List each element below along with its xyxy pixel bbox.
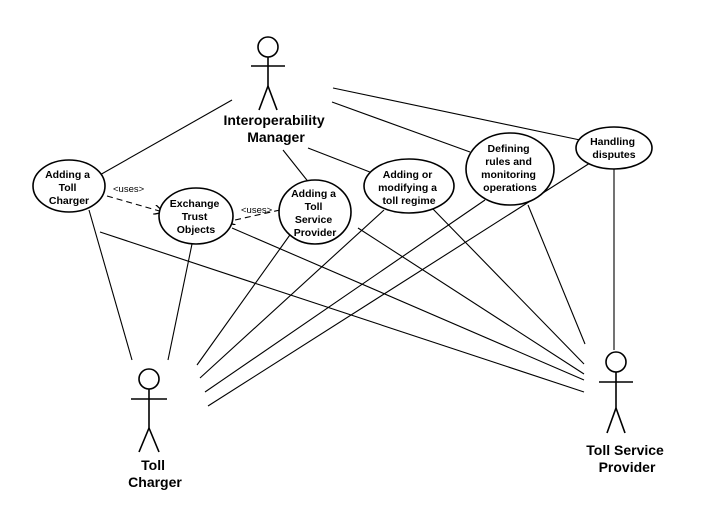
assoc-tc-defining-rules	[204, 199, 486, 393]
assoc-im-defining-rules	[331, 101, 471, 153]
uses-arrow-1	[106, 195, 163, 212]
assoc-tc-exchange-trust	[167, 243, 193, 361]
use-case-exchange-trust-objects[interactable]: Exchange Trust Objects	[158, 187, 234, 245]
use-case-adding-toll-charger[interactable]: Adding a Toll Charger	[32, 159, 106, 213]
actor-stick-figure-icon	[131, 368, 167, 453]
use-case-adding-toll-service-provider[interactable]: Adding a Toll Service Provider	[278, 179, 352, 245]
assoc-im-handling-disputes	[332, 87, 581, 141]
use-case-ellipse	[575, 126, 653, 170]
actor-toll-charger[interactable]: Toll Charger	[128, 368, 182, 490]
use-case-ellipse	[363, 158, 455, 214]
use-case-label: Handling disputes	[590, 136, 638, 161]
use-case-handling-disputes[interactable]: Handling disputes	[575, 126, 653, 170]
actor-interoperability-manager[interactable]: Interoperability Manager	[223, 36, 328, 145]
assoc-tc-handling-disputes	[207, 162, 591, 407]
use-case-label: Adding a Toll Charger	[45, 169, 93, 207]
uses-relations: <uses> <uses>	[106, 184, 281, 222]
assoc-tsp-exchange-trust	[231, 227, 585, 381]
assoc-tsp-defining-rules	[527, 204, 586, 345]
use-case-label: Defining rules and monitoring operations	[481, 143, 539, 194]
use-case-ellipse	[465, 132, 555, 206]
assoc-tsp-toll-regime	[431, 207, 585, 365]
use-case-label: Exchange Trust Objects	[170, 198, 223, 236]
actor-stick-figure-icon	[251, 36, 285, 111]
use-case-ellipse	[158, 187, 234, 245]
assoc-tc-adding-tsp	[196, 231, 293, 366]
assoc-tc-toll-regime	[199, 209, 385, 379]
actor-label: Interoperability Manager	[223, 112, 328, 145]
uses-label-1: <uses>	[113, 184, 145, 195]
uses-label-2: <uses>	[241, 205, 273, 216]
use-case-adding-modifying-toll-regime[interactable]: Adding or modifying a toll regime	[363, 158, 455, 214]
use-case-label: Adding or modifying a toll regime	[378, 169, 440, 207]
actor-stick-figure-icon	[599, 351, 633, 434]
use-case-ellipse	[32, 159, 106, 213]
assoc-tsp-adding-tsp	[357, 227, 585, 375]
assoc-im-toll-regime	[307, 147, 376, 175]
assoc-tsp-long	[99, 231, 585, 393]
association-lines	[88, 87, 615, 407]
use-case-defining-rules[interactable]: Defining rules and monitoring operations	[465, 132, 555, 206]
actor-toll-service-provider[interactable]: Toll Service Provider	[586, 351, 667, 475]
assoc-tc-adding-toll-charger	[88, 209, 133, 361]
actor-label: Toll Charger	[128, 457, 182, 490]
actor-label: Toll Service Provider	[586, 442, 667, 475]
assoc-im-adding-toll-charger	[97, 99, 233, 177]
use-case-ellipse	[278, 179, 352, 245]
use-case-label: Adding a Toll Service Provider	[291, 188, 339, 239]
assoc-im-adding-tsp	[282, 149, 311, 185]
